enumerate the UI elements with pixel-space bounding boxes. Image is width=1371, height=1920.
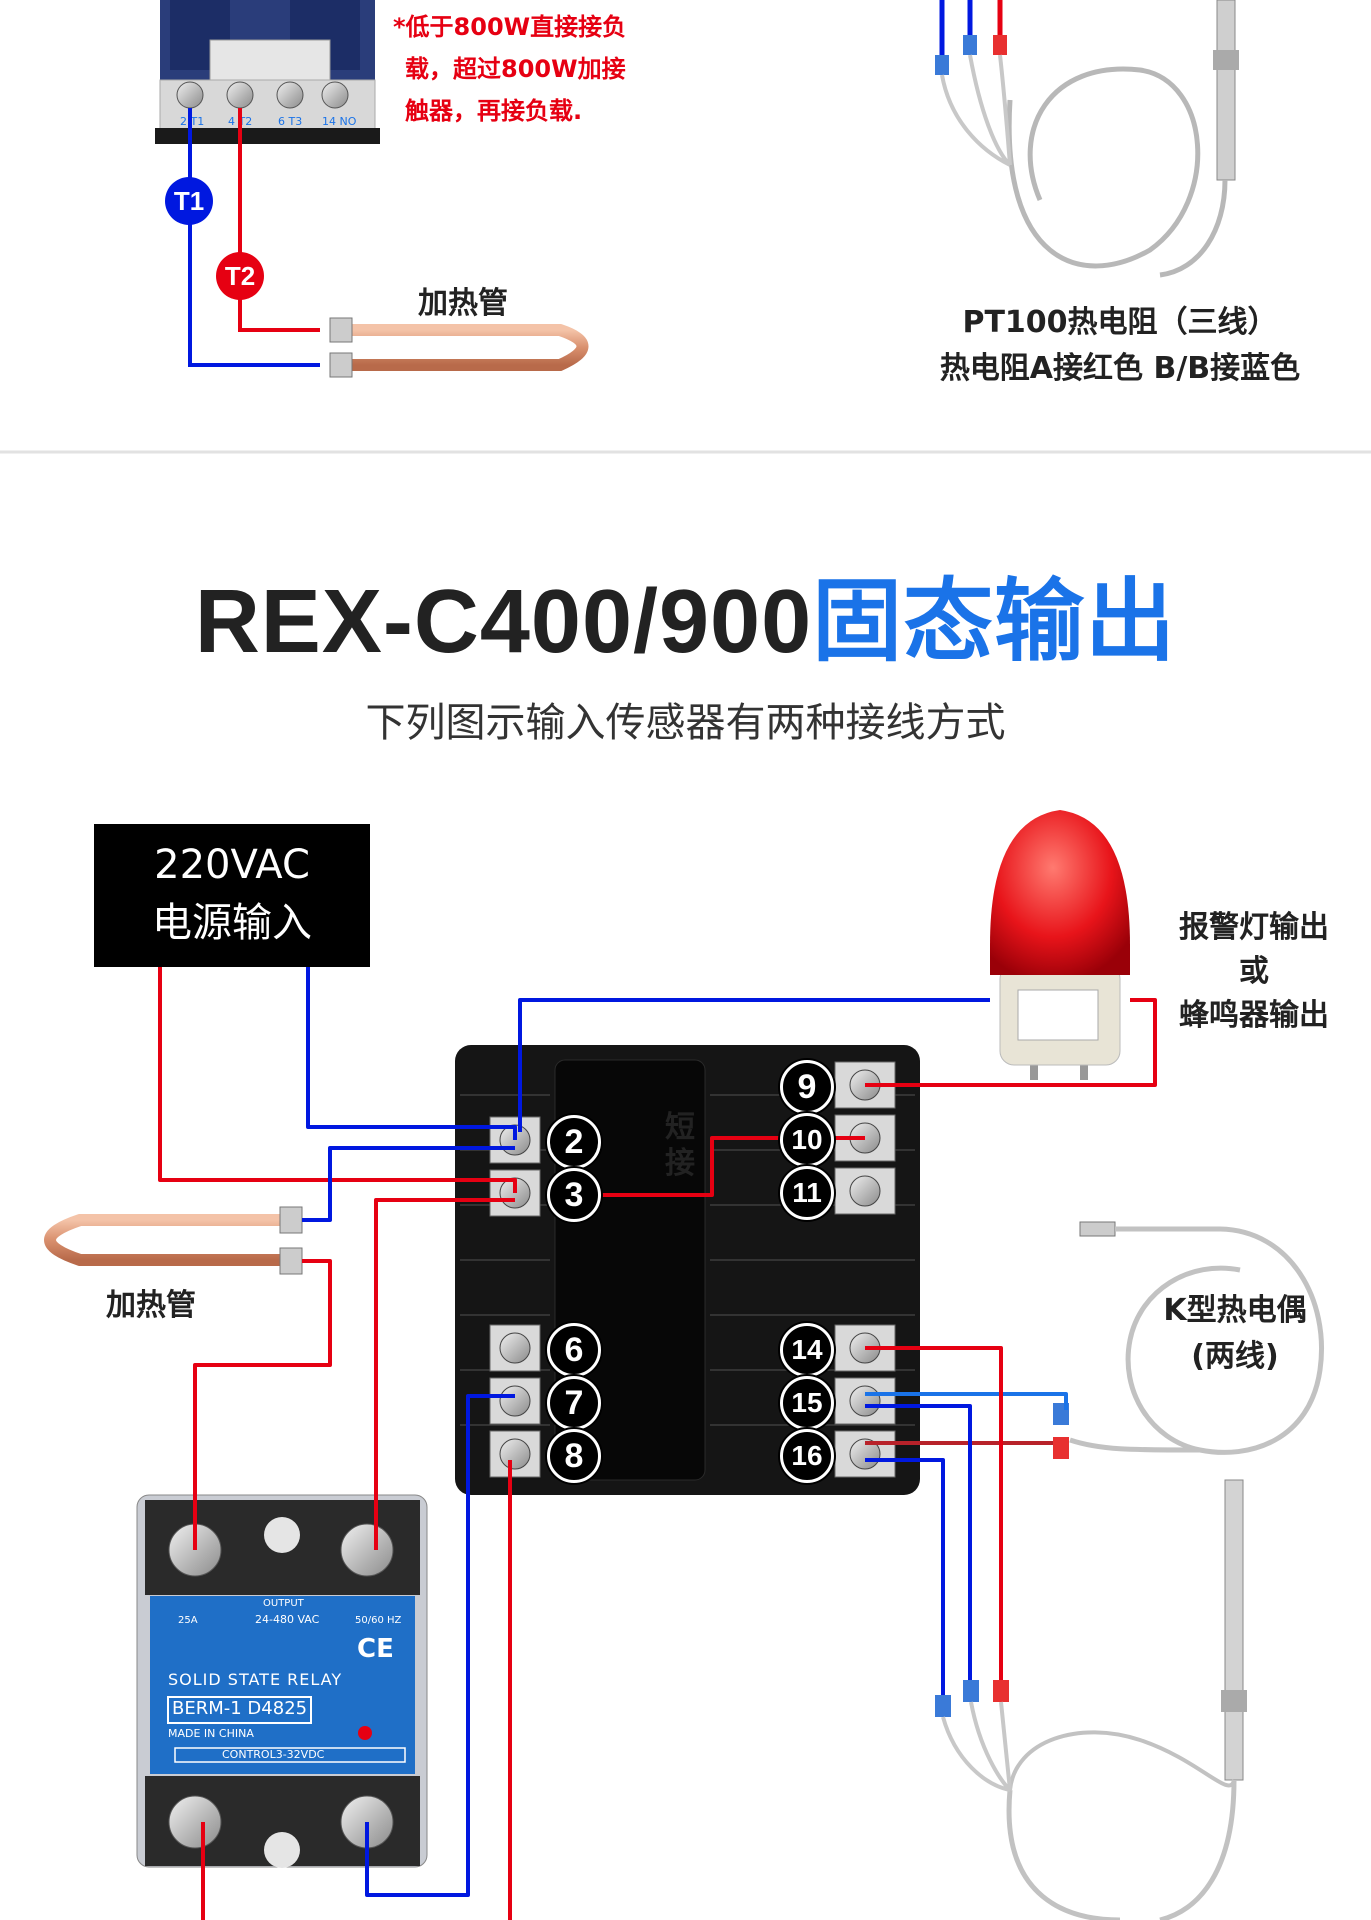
ssr-rating-current: 25A bbox=[178, 1615, 198, 1626]
heater bbox=[44, 1206, 303, 1275]
terminal-10: 10 bbox=[780, 1113, 834, 1167]
terminal-14: 14 bbox=[780, 1323, 834, 1377]
alarm-line-3: 蜂鸣器输出 bbox=[1179, 998, 1329, 1033]
wire-power-red bbox=[158, 967, 517, 1193]
terminal-3: 3 bbox=[547, 1168, 601, 1222]
ssr-rating-voltage: 24-480 VAC bbox=[255, 1613, 320, 1626]
thermocouple-line-2: (两线) bbox=[1191, 1339, 1279, 1374]
wire-tc-blue bbox=[865, 1392, 1068, 1410]
wire-alarm-blue bbox=[518, 998, 990, 1132]
top-pt100-probe bbox=[935, 0, 1239, 278]
note-line-2: 载，超过800W加接 bbox=[405, 55, 626, 83]
alarm-line-2: 或 bbox=[1239, 954, 1269, 989]
note-line-1: *低于800W直接接负 bbox=[393, 13, 627, 41]
top-wire-red bbox=[238, 108, 320, 332]
alarm-line-1: 报警灯输出 bbox=[1179, 910, 1329, 945]
note-line-3: 触器，再接负载. bbox=[405, 97, 583, 125]
ssr-control: CONTROL3-32VDC bbox=[222, 1748, 325, 1761]
thermocouple-probe bbox=[1053, 1221, 1324, 1459]
badge-t2: T2 bbox=[216, 252, 264, 300]
alarm-lamp bbox=[990, 810, 1130, 1080]
pt100-line-1: PT100热电阻（三线） bbox=[962, 305, 1278, 340]
terminal-8: 8 bbox=[547, 1429, 601, 1483]
pt100-caption: PT100热电阻（三线） 热电阻A接红色 B/B接蓝色 bbox=[900, 300, 1340, 392]
contactor bbox=[155, 0, 380, 144]
wire-alarm-red bbox=[865, 998, 1157, 1087]
ssr-ce-mark: CE bbox=[357, 1634, 394, 1664]
top-heater-label: 加热管 bbox=[418, 286, 508, 321]
contactor-terminal-3: 6 T3 bbox=[278, 115, 302, 128]
terminal-6: 6 bbox=[547, 1323, 601, 1377]
thermocouple-line-1: K型热电偶 bbox=[1163, 1293, 1307, 1328]
terminal-11: 11 bbox=[780, 1166, 834, 1220]
badge-t1: T1 bbox=[165, 177, 213, 225]
wire-pt-red bbox=[865, 1346, 1003, 1680]
top-heater bbox=[329, 317, 589, 378]
ssr-model: BERM-1 D4825 bbox=[172, 1698, 308, 1719]
alarm-label: 报警灯输出 或 蜂鸣器输出 bbox=[1168, 906, 1340, 1038]
thermocouple-label: K型热电偶 (两线) bbox=[1150, 1288, 1320, 1380]
terminal-16: 16 bbox=[780, 1429, 834, 1483]
pt100-line-2: 热电阻A接红色 B/B接蓝色 bbox=[939, 351, 1301, 386]
short-label: 短 接 bbox=[660, 1110, 700, 1182]
heater-label: 加热管 bbox=[106, 1288, 196, 1323]
wire-heater-blue bbox=[302, 1146, 515, 1222]
short-char-1: 短 bbox=[665, 1110, 695, 1145]
contactor-terminal-1: 2 T1 bbox=[180, 115, 204, 128]
wire-pt-blue-2 bbox=[865, 1458, 945, 1695]
terminal-7: 7 bbox=[547, 1376, 601, 1430]
wire-t7-ssr bbox=[365, 1394, 515, 1897]
ssr-type: SOLID STATE RELAY bbox=[168, 1670, 343, 1689]
ssr-origin: MADE IN CHINA bbox=[168, 1727, 254, 1740]
top-wire-blue bbox=[188, 108, 320, 367]
wire-t3-ssr bbox=[374, 1198, 515, 1550]
wire-heater-red bbox=[193, 1259, 332, 1550]
terminal-15: 15 bbox=[780, 1376, 834, 1430]
ssr-rating-frequency: 50/60 HZ bbox=[355, 1615, 402, 1626]
title-accent: 固态输出 bbox=[812, 569, 1177, 674]
page-title: REX-C400/900固态输出 bbox=[0, 548, 1371, 678]
pt100-probe bbox=[935, 1479, 1247, 1920]
left-screw-terminals bbox=[489, 1116, 541, 1478]
power-label: 电源输入 bbox=[152, 900, 312, 946]
wire-power-blue bbox=[306, 967, 517, 1140]
terminal-2: 2 bbox=[547, 1115, 601, 1169]
title-model: REX-C400/900 bbox=[194, 572, 813, 672]
capacity-note: *低于800W直接接负 载，超过800W加接 触器，再接负载. bbox=[393, 6, 626, 132]
contactor-terminal-4: 14 NO bbox=[322, 115, 357, 128]
power-voltage: 220VAC bbox=[154, 842, 310, 888]
ssr-output-label: OUTPUT bbox=[263, 1598, 304, 1609]
terminal-9: 9 bbox=[780, 1060, 834, 1114]
wire-pt-blue-1 bbox=[865, 1404, 972, 1680]
contactor-terminal-labels: 2 T1 4 T2 6 T3 14 NO bbox=[180, 115, 357, 128]
power-input-box: 220VAC 电源输入 bbox=[94, 824, 370, 967]
short-char-2: 接 bbox=[665, 1146, 695, 1181]
subtitle: 下列图示输入传感器有两种接线方式 bbox=[365, 700, 1006, 746]
